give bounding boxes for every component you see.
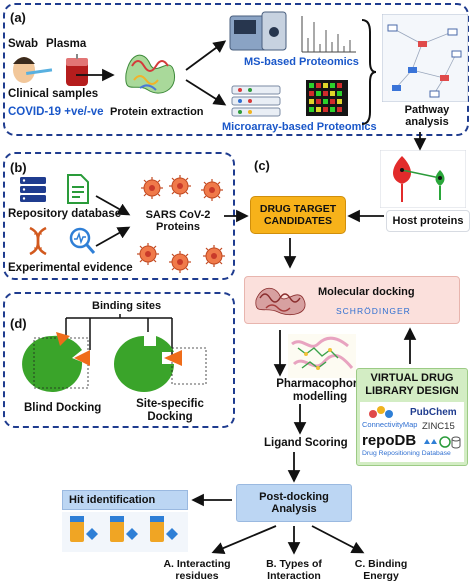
arrow-extraction-to-microarray xyxy=(185,79,227,106)
panel-a xyxy=(3,3,469,136)
repodb-logo: repoDB xyxy=(362,432,417,449)
protein-extraction-label: Protein extraction xyxy=(110,106,204,118)
dna-icon xyxy=(29,226,47,256)
pathway-analysis-text: Pathway analysis xyxy=(404,104,450,128)
microarray-slides-image xyxy=(231,85,281,117)
ms-proteomics-label: MS-based Proteomics xyxy=(244,56,359,68)
hit-identification-box: Hit identification xyxy=(62,490,188,510)
pharmacophore-image xyxy=(288,334,356,378)
magnifier-icon xyxy=(69,227,96,254)
hit-compounds-image xyxy=(62,512,188,552)
ms-spectrum-chart xyxy=(301,16,356,53)
violin-plot-image xyxy=(380,150,466,208)
document-icon xyxy=(67,174,89,204)
arrow-extraction-to-ms xyxy=(185,40,227,71)
repodb-subtitle: Drug Repositioning Database xyxy=(362,450,451,457)
docking-schematic xyxy=(22,314,207,392)
repodb-icons xyxy=(424,436,461,449)
protein-structure-icon xyxy=(125,54,176,94)
pharmacophore-label: Pharmacophore modelling xyxy=(270,378,370,404)
pharmacophore-text: Pharmacophore modelling xyxy=(276,378,364,403)
panel-d-label: (d) xyxy=(10,316,27,331)
docking-protein-image xyxy=(255,287,306,316)
outcome-b-text: B. Types of Interaction xyxy=(266,558,322,582)
site-specific-label: Site-specific Docking xyxy=(130,398,210,424)
panel-c-label: (c) xyxy=(254,158,270,173)
database-logos-panel xyxy=(360,402,464,462)
swab-label: Swab xyxy=(8,38,39,50)
pathway-analysis-label: Pathway analysis xyxy=(397,104,457,128)
outcome-types-of-interaction: B. Types of Interaction xyxy=(252,558,336,582)
sars-proteins-box: SARS CoV-2 Proteins xyxy=(132,206,224,236)
connectivity-map-icon xyxy=(369,406,393,418)
zinc15-logo: ZINC15 xyxy=(422,421,455,432)
molecular-docking-label: Molecular docking xyxy=(318,286,415,298)
outcome-interacting-residues: A. Interacting residues xyxy=(162,558,232,582)
panel-a-label: (a) xyxy=(10,10,26,25)
plasma-label: Plasma xyxy=(46,38,87,50)
microarray-heatmap xyxy=(306,80,348,116)
sars-proteins-label: SARS CoV-2 Proteins xyxy=(145,209,211,233)
arrow-to-outcome-a xyxy=(211,525,277,554)
ms-instrument-image xyxy=(229,11,287,51)
binding-sites-label: Binding sites xyxy=(92,300,162,312)
experimental-evidence-label: Experimental evidence xyxy=(8,262,133,274)
outcome-a-text: A. Interacting residues xyxy=(163,558,231,582)
post-docking-label: Post-docking Analysis xyxy=(259,491,329,515)
connectivity-map-logo: ConnectivityMap xyxy=(362,420,418,429)
microarray-proteomics-label: Microarray-based Proteomics xyxy=(222,121,377,133)
pathway-network-image xyxy=(382,14,468,102)
post-docking-box: Post-docking Analysis xyxy=(236,484,352,522)
panel-b-label: (b) xyxy=(10,160,27,175)
clinical-samples-illustration xyxy=(13,54,88,86)
arrow-db-to-sars xyxy=(95,195,131,216)
pubchem-logo: PubChem xyxy=(410,407,457,418)
covid-status-label: COVID-19 +ve/-ve xyxy=(8,106,104,118)
panel-d xyxy=(3,292,235,428)
virtual-library-title-text: VIRTUAL DRUG LIBRARY DESIGN xyxy=(365,372,459,397)
repository-database-label: Repository database xyxy=(8,208,122,220)
ligand-scoring-label: Ligand Scoring xyxy=(264,437,348,449)
grouping-brace xyxy=(361,19,377,125)
server-database-icon xyxy=(20,177,46,202)
schrodinger-logo: SCHRÖDINGER xyxy=(336,306,411,316)
drug-target-box: DRUG TARGET CANDIDATES xyxy=(250,196,346,234)
site-specific-text: Site-specific Docking xyxy=(136,398,204,423)
arrow-to-outcome-c xyxy=(311,525,365,554)
host-proteins-box: Host proteins xyxy=(386,210,470,232)
drug-target-label: DRUG TARGET CANDIDATES xyxy=(259,203,337,227)
clinical-samples-label: Clinical samples xyxy=(8,88,99,100)
outcome-c-text: C. Binding Energy xyxy=(354,558,408,582)
virtual-library-title: VIRTUAL DRUG LIBRARY DESIGN xyxy=(360,372,464,398)
outcome-binding-energy: C. Binding Energy xyxy=(346,558,416,582)
arrow-evidence-to-sars xyxy=(95,226,131,247)
blind-docking-label: Blind Docking xyxy=(24,402,102,414)
hit-identification-label: Hit identification xyxy=(69,494,156,506)
host-proteins-label: Host proteins xyxy=(392,215,464,227)
